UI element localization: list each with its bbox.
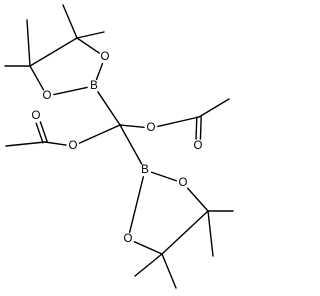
single-bond [128,176,145,233]
double-bond-line [195,116,198,140]
single-bond [207,210,214,257]
single-bond [26,19,31,67]
single-bond [157,116,200,128]
double-bond-line [199,116,202,140]
atom-label-b: B [90,80,98,92]
single-bond [161,210,209,255]
atom-label-o: O [194,140,203,152]
double-bond-line [39,121,48,142]
atom-label-o: O [124,233,133,245]
single-bond [134,253,163,277]
single-bond [150,171,178,182]
atom-label-o: O [179,177,188,189]
single-bond [5,141,46,147]
single-bond [44,141,67,146]
single-bond [119,124,145,129]
single-bond [29,37,78,67]
single-bond [78,124,121,144]
atom-label-o: O [43,90,52,102]
single-bond [97,91,121,126]
atom-label-o: O [101,51,110,63]
single-bond [53,86,88,96]
single-bond [76,37,100,54]
double-bond-line [35,122,44,144]
single-bond [198,98,230,118]
atom-label-o: O [32,110,41,122]
single-bond [62,4,78,39]
single-bond [133,241,163,255]
single-bond [76,31,105,39]
single-bond [95,62,104,81]
single-bond [161,253,177,289]
single-bond [119,124,143,165]
atom-label-b: B [141,164,149,176]
atom-label-o: O [147,122,156,134]
atom-label-o: O [69,140,78,152]
single-bond [29,65,45,91]
single-bond [186,187,209,212]
